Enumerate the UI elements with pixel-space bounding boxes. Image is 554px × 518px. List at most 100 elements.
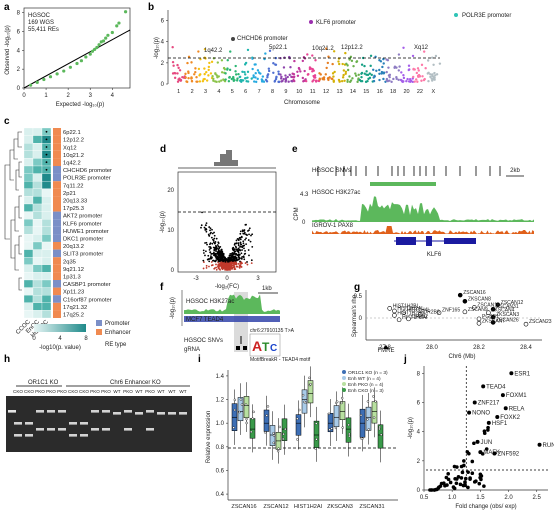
manhattan-point [172,64,175,67]
g-gene-label: ZKSCAN3 [496,312,519,318]
qq-point [79,59,84,63]
manhattan-point [272,71,275,74]
manhattan-point [208,61,211,65]
manhattan-point [273,79,277,83]
j-point-label: HSF1 [492,421,508,427]
j-background-point [462,459,466,463]
volcano-point [234,242,236,245]
snv-label: chr6:27910135 T>A [250,328,295,334]
re-type-column [53,128,61,318]
manhattan-point [286,75,289,79]
gel-lane-label: PKO [35,389,45,394]
manhattan-point [171,46,174,49]
manhattan-point [244,77,247,80]
volcano-point [219,261,222,264]
manhattan-point [194,70,197,74]
qq-point [117,21,121,25]
i-box [237,397,244,422]
manhattan-point [255,80,258,84]
chromosome-label: 3 [204,89,207,95]
manhattan-point [246,70,250,74]
i-point [232,426,235,429]
volcano-point [206,243,208,246]
manhattan-ytick-label: 4 [161,40,165,46]
manhattan-point [314,59,317,62]
g-gene-label: ZSCAN16 [477,302,500,308]
manhattan-point [209,72,213,75]
manhattan-point [280,80,283,83]
volcano-point [237,244,240,247]
manhattan-point [306,53,309,56]
i-point [378,425,381,429]
heatmap-row-label: 6p22.1 [63,130,81,136]
manhattan-point [378,72,381,75]
heatmap-cell [41,226,52,235]
volcano-point [228,262,231,265]
significance-dot [45,138,48,141]
volcano-point [223,259,226,262]
g-gene-point [490,306,496,312]
manhattan-point [380,70,384,74]
label-12p12-2: 12p12.2 [341,45,363,51]
re-type-cell [53,257,61,265]
panel-letter-j: j [403,354,407,365]
gel-image [6,396,192,452]
heatmap-cell [32,196,43,205]
heatmap-cell [32,165,43,174]
re-type-cell [53,242,61,250]
manhattan-point [244,73,247,76]
manhattan-point [256,77,259,81]
manhattan-point [268,49,272,53]
heatmap-row-label: 17q25.2 [63,313,84,319]
dendrogram-branch [4,164,10,240]
manhattan-point [186,61,189,65]
manhattan-point [374,55,377,59]
legend-promoter-swatch [96,320,102,326]
volcano-point [243,232,246,235]
i-point [263,431,267,434]
manhattan-point [378,58,381,62]
volcano-point [239,230,242,233]
i-point [296,438,299,441]
volcano-point [229,256,232,259]
manhattan-point [179,79,182,82]
manhattan-point [252,75,255,79]
g-gene-point [392,308,397,314]
volcano-point [243,230,246,232]
heatmap-cell [23,295,34,303]
manhattan-y-axis-label: -log₁₀(p) [154,37,160,59]
i-ytick-label: 1.0 [216,421,225,427]
heatmap-cell [32,158,43,167]
manhattan-point [326,77,330,80]
volcano-point [247,239,250,241]
gel-band [113,412,121,415]
j-point [492,451,497,456]
gel-band [179,412,187,415]
volcano-point [205,224,207,227]
re-type-cell [53,158,61,166]
volcano-point [212,238,214,241]
i-point [298,408,301,412]
manhattan-point [393,65,397,68]
panel-f-locus: -log₁₀(p) 1kb HGSOC H3K27ac MCF7 TEAD4 c… [170,286,311,363]
manhattan-point [203,67,206,70]
volcano-point [215,250,217,253]
label-5p22-1: 5p22.1 [269,45,288,51]
heatmap-cell [41,219,52,227]
j-background-point [470,459,475,464]
volcano-y-axis-label: -log₁₀(p) [160,211,166,233]
qq-y-axis-label: Observed -log₁₀(p) [5,25,11,75]
volcano-point [232,249,235,252]
i-point [251,417,254,420]
panel-letter-e: e [292,144,298,155]
volcano-point [244,238,246,241]
manhattan-point [363,64,366,68]
i-y-axis-label: Relative expression [206,411,212,463]
volcano-point [218,258,220,261]
manhattan-point [420,63,424,67]
re-type-cell [53,128,61,136]
gel-lane-label: PKO [46,389,56,394]
j-point-label: NONO [472,411,490,417]
manhattan-point [332,79,335,82]
